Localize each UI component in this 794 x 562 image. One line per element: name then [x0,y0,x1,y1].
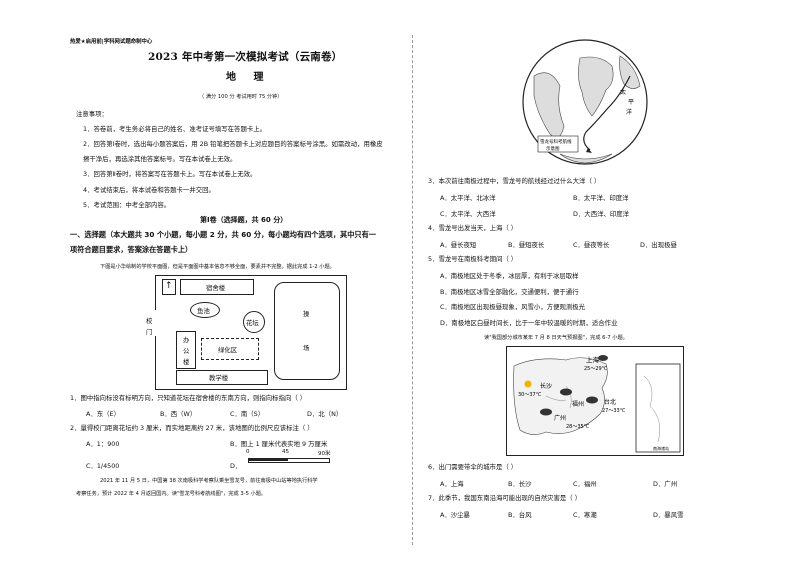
section-heading: 项符合题目要求，答案涂在答题卡上） [70,245,193,254]
q2-stem: 2．量得校门距离花坛约 3 厘米，而实地距离约 27 米，该地图的比例尺应该标注… [70,424,314,432]
q4-option-a[interactable]: A．昼长夜短 [440,241,477,249]
q1-option-b[interactable]: B．西（W） [160,410,197,418]
fish-pond: 鱼池 [190,302,220,318]
q4-option-c[interactable]: C．昼夜等长 [573,241,610,249]
q7-option-d[interactable]: D．暴风雪 [653,511,684,519]
q5-option-b[interactable]: B．南极地区冰雪全部融化，交通便利，便于通行 [440,288,579,296]
globe-ocean-label: 太 [620,88,626,96]
part1-title: 第Ⅰ卷（选择题，共 60 分） [200,216,288,224]
q3-option-a[interactable]: A．太平洋、北冰洋 [440,194,496,202]
gate-label: 门 [146,328,153,336]
notes-title: 注意事项： [76,110,108,118]
q4-option-d[interactable]: D．出现极昼 [640,241,677,249]
q1-option-a[interactable]: A．东（E） [86,410,120,418]
temp-label: 28～35℃ [566,424,590,430]
q1-stem: 1．图中指向标没有标明方向，只知道花坛在宿舍楼的东南方向，则指向标指向（ ） [70,394,307,402]
q3-stem: 3．本次前往南极过程中，雪龙号的航线经过过什么大洋（ ） [428,177,601,185]
sun-icon [524,380,532,388]
q7-option-a[interactable]: A．沙尘暴 [440,511,470,519]
sports-field: 操 场 [274,282,340,380]
exam-meta: （ 满分 100 分 考试用时 75 分钟） [199,94,283,100]
globe-caption: 示意图 [546,145,560,152]
q3-option-d[interactable]: D．大西洋、印度洋 [573,210,630,218]
column-divider [412,35,413,545]
q7-stem: 7．此季节，我国东南沿海可能出现的自然灾害是（ ） [428,494,582,502]
city-label-changsha: 长沙 [540,382,552,390]
q5-stem: 5．雪龙号在南极科考期间（ ） [428,255,518,263]
rain-cloud-icon [598,355,608,361]
north-arrow-icon: ↑ [165,281,173,291]
section-heading: 一、选择题（本大题共 30 个小题，每小题 2 分，共 60 分，每小题均有四个… [70,230,376,239]
q1-option-c[interactable]: C．南（S） [230,410,265,418]
weather-forecast-map: 南海诸岛 上海 25～29℃ 长沙 30～37℃ 福州 台北 27～33℃ 广州… [506,346,684,456]
q7-option-c[interactable]: C．寒潮 [573,511,597,519]
note-line: 擦干净后，再选涂其他答案标号。写在本试卷上无效。 [83,155,237,163]
globe-caption: 雪龙号科考航线 [540,138,572,145]
source-header: 热爱★启用前|学科网试题命制中心 [70,39,153,45]
green-area: 绿化区 [201,338,259,360]
q2-option-a[interactable]: A．1：900 [86,440,120,448]
note-line: 4．考试结束后，将本试卷和答题卡一并交回。 [83,186,215,194]
flower-bed: 花坛 [243,311,265,333]
q4-stem: 4．雪龙号出发当天，上海（ ） [428,224,518,232]
q6-option-b[interactable]: B．长沙 [508,480,532,488]
q2-option-c[interactable]: C．1/4500 [86,462,120,470]
q5-option-a[interactable]: A．南极地区处于冬季，冰层厚，有利于冰层取样 [440,272,579,280]
temp-label: 25～29℃ [584,366,608,372]
exam-title: 2023 年中考第一次模拟考试（云南卷） [148,51,343,63]
q2-option-d[interactable]: D． [230,462,242,470]
q5-option-d[interactable]: D．南极地区白昼时间长，比于一年中较温暖的时期，适合作业 [440,319,618,327]
inset-label: 南海诸岛 [653,445,669,451]
q6-option-d[interactable]: D．广州 [653,480,678,488]
dormitory-building: 宿舍楼 [180,279,254,295]
city-label-fuzhou: 福州 [572,400,584,408]
note-line: 2．回答第Ⅰ卷时，选出每小题答案后，用 2B 铅笔把答题卡上对应题目的答案标号涂… [83,140,383,148]
city-label-taibei: 台北 [604,398,616,406]
rain-cloud-icon [560,388,572,396]
office-building: 办 公 楼 [176,331,196,369]
gate-opening [152,310,156,336]
route-globe-map: 太 平 洋 雪龙号科考航线 示意图 [522,39,648,165]
note-line: 5．考试范围：中考全部内容。 [83,201,171,209]
q6-option-a[interactable]: A．上海 [440,480,464,488]
temp-label: 27～33℃ [602,408,626,414]
north-arrow-box: ↑ [162,279,176,295]
rain-cloud-icon [586,396,598,404]
globe-ocean-label: 洋 [626,108,632,116]
scale-bar-fill [248,458,288,461]
gate-label: 校 [146,317,153,325]
city-label-guangzhou: 广州 [554,414,566,422]
passage-line: 2021 年 11 月 5 日，中国第 38 次南极科学考察队乘坐雪龙号，前往南… [100,478,318,484]
q5-option-c[interactable]: C．南极地区出现极昼现象，风雪小，方便观测极光 [440,303,586,311]
note-line: 3．回答第Ⅱ卷时，将答案写在答题卡上。写在本试卷上无效。 [83,170,257,178]
subject-title: 地 理 [226,72,271,83]
school-plan-map: ↑ 宿舍楼 鱼池 花坛 操 场 办 公 楼 绿化区 教学楼 [155,275,347,390]
teaching-building: 教学楼 [176,370,268,385]
q1-option-d[interactable]: D．北（N） [307,410,343,418]
note-line: 1．答卷前，考生务必将自己的姓名、准考证号填写在答题卡上。 [83,125,267,133]
q7-option-b[interactable]: B．台风 [508,511,532,519]
weather-intro: 读"我国部分城市某年 7 月 8 日天气预报图"，完成 6-7 小题。 [484,335,628,341]
map-intro: 下图是小华绘制的学校平面图，但是平面图中基本信息不够全面，要素并不完整。据此完成… [100,264,335,270]
city-label-shanghai: 上海 [586,355,600,364]
q3-option-c[interactable]: C．太平洋、大西洋 [440,210,496,218]
q6-option-c[interactable]: C．福州 [573,480,597,488]
q4-option-b[interactable]: B．昼短夜长 [508,241,545,249]
globe-ocean-label: 平 [628,99,634,106]
rain-cloud-icon [540,408,552,416]
q2-option-b[interactable]: B．图上 1 厘米代表实地 9 万厘米 [230,440,328,448]
passage-line: 考察任务，预计 2022 年 4 月返回国内。读"雪龙号科考航线图"，完成 3-… [76,491,267,497]
q6-stem: 6．出门需要带伞的城市是（ ） [428,463,518,471]
temp-label: 30～37℃ [518,392,542,398]
q3-option-b[interactable]: B．太平洋、印度洋 [573,194,629,202]
